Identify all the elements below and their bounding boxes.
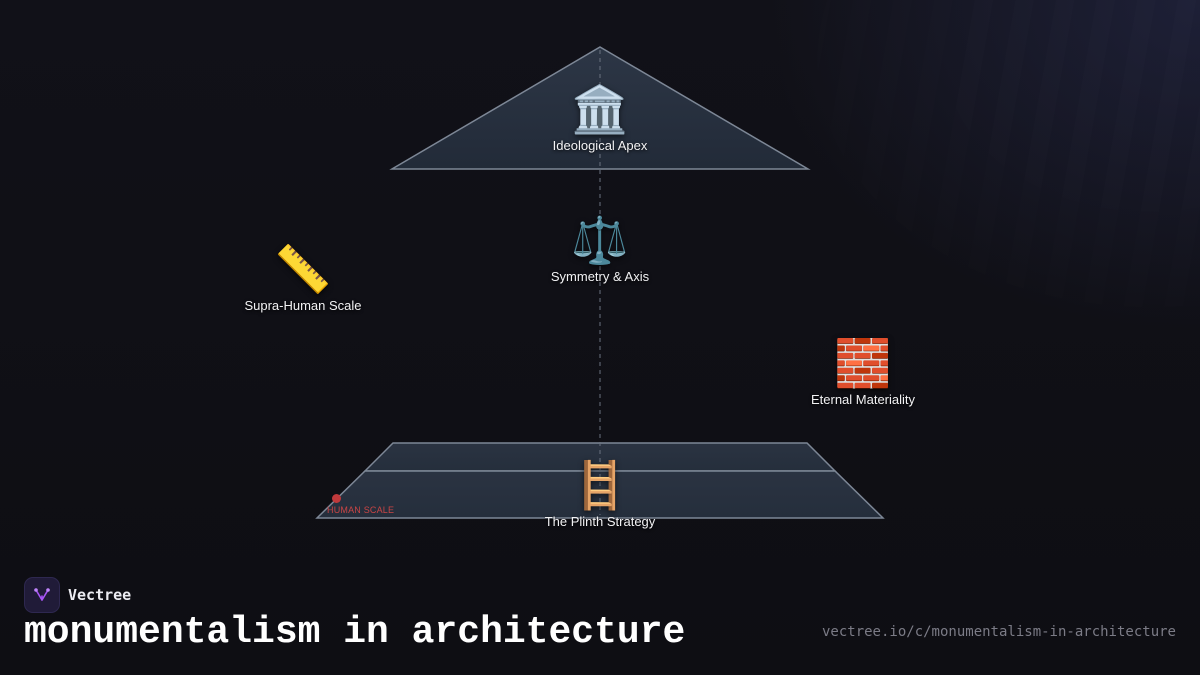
node-label: The Plinth Strategy — [544, 514, 656, 529]
node-ideological-apex: 🏛️ Ideological Apex — [553, 84, 648, 153]
balance-scale-icon: ⚖️ — [571, 213, 629, 267]
node-label: Symmetry & Axis — [550, 269, 650, 284]
node-label: Ideological Apex — [552, 138, 648, 153]
brick-icon: 🧱 — [834, 336, 892, 390]
node-eternal-materiality: 🧱 Eternal Materiality — [811, 338, 915, 407]
node-supra-human-scale: 📏 Supra-Human Scale — [244, 244, 361, 313]
ladder-icon: 🪜 — [571, 458, 629, 512]
page-title: monumentalism in architecture — [24, 611, 686, 654]
node-symmetry-axis: ⚖️ Symmetry & Axis — [551, 215, 649, 284]
straight-ruler-icon: 📏 — [274, 242, 332, 296]
human-scale-marker — [332, 494, 341, 503]
vectree-logo-icon — [24, 577, 60, 613]
brand-name: Vectree — [68, 586, 132, 604]
brand: Vectree — [24, 577, 131, 613]
node-plinth-strategy: 🪜 The Plinth Strategy — [545, 460, 656, 529]
node-label: Supra-Human Scale — [244, 298, 362, 313]
human-scale-label: HUMAN SCALE — [327, 505, 395, 515]
classical-building-icon: 🏛️ — [571, 82, 629, 136]
plinth-lower-tier — [315, 470, 885, 519]
source-url[interactable]: vectree.io/c/monumentalism-in-architectu… — [821, 624, 1176, 640]
node-label: Eternal Materiality — [810, 392, 916, 407]
